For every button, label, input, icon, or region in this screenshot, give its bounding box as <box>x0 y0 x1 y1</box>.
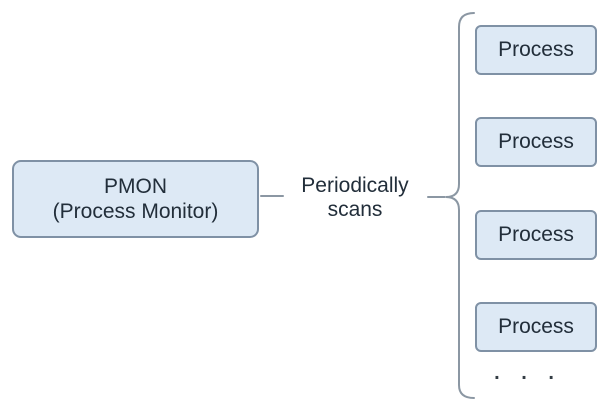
process-box-4: Process <box>475 302 597 352</box>
process-box-3: Process <box>475 210 597 260</box>
edge-label-line1: Periodically <box>301 174 409 197</box>
process-box-2: Process <box>475 117 597 167</box>
edge-label-line2: scans <box>327 198 383 221</box>
pmon-box-subtitle: (Process Monitor) <box>52 200 219 223</box>
pmon-box: PMON (Process Monitor) <box>12 160 259 238</box>
edge-label: Periodically scans <box>281 174 429 222</box>
more-processes-ellipsis: . . . <box>494 362 562 384</box>
curly-brace <box>445 12 475 399</box>
process-box-1: Process <box>475 25 597 75</box>
pmon-box-title: PMON <box>104 175 167 198</box>
